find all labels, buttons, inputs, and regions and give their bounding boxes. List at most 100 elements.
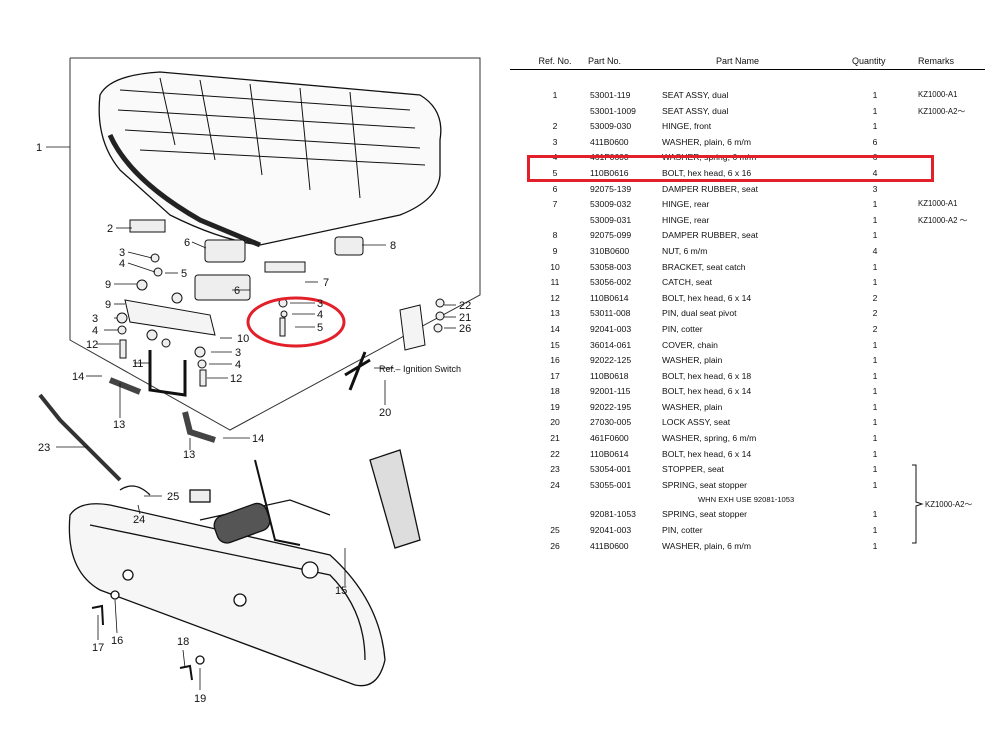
- header-ref-no: Ref. No.: [538, 56, 572, 66]
- remarks-cell: KZ1000-A2 ～: [918, 215, 968, 225]
- quantity-cell: 1: [872, 230, 878, 241]
- quantity-cell: 2: [872, 323, 878, 334]
- quantity-cell: 6: [872, 136, 878, 147]
- part-no-cell: 92075-139: [590, 183, 632, 194]
- callout-22: 22: [459, 300, 471, 312]
- part-no-cell: 27030-005: [590, 417, 632, 428]
- part-no-cell: 411B0600: [590, 540, 629, 551]
- callout-18: 18: [177, 636, 189, 648]
- ignition-switch-ref: Ref.– Ignition Switch: [379, 364, 461, 374]
- part-no-cell: 53054-001: [590, 464, 632, 475]
- quantity-cell: 4: [872, 167, 878, 178]
- part-name-cell: BOLT, hex head, 6 x 14: [662, 292, 752, 303]
- callout-3: 3: [119, 247, 125, 259]
- callout-13: 13: [113, 419, 125, 431]
- callout-9: 9: [105, 279, 111, 291]
- quantity-cell: 1: [872, 525, 878, 536]
- part-no-cell: 53011-008: [590, 308, 631, 319]
- part-no-cell: 53055-001: [590, 479, 632, 490]
- table-row: 20 27030-005 LOCK ASSY, seat 1: [510, 415, 985, 431]
- ref-no-cell: 11: [550, 277, 560, 288]
- ref-no-cell: 20: [550, 417, 560, 428]
- part-name-cell: STOPPER, seat: [662, 464, 724, 475]
- callout-7: 7: [323, 277, 329, 289]
- ref-no-cell: 7: [552, 199, 558, 210]
- remarks-cell: KZ1000-A1: [918, 90, 958, 99]
- seat-assembly-drawing: [98, 71, 442, 248]
- callout-4: 4: [119, 258, 125, 270]
- callout-4-c: 4: [92, 325, 98, 337]
- part-name-cell: WASHER, plain, 6 m/m: [662, 136, 751, 147]
- part-name-cell: HINGE, rear: [662, 199, 710, 210]
- part-name-cell: HINGE, front: [662, 121, 712, 132]
- part-name-cell: DAMPER RUBBER, seat: [662, 230, 758, 241]
- part-name-cell: BRACKET, seat catch: [662, 261, 746, 272]
- quantity-cell: 1: [872, 199, 878, 210]
- callout-26: 26: [459, 323, 471, 335]
- quantity-cell: 1: [872, 386, 878, 397]
- part-no-cell: 310B0600: [590, 245, 630, 256]
- part-no-cell: 92041-003: [590, 525, 632, 536]
- callout-3-c: 3: [92, 313, 98, 325]
- part-name-cell: WASHER, plain: [662, 355, 723, 366]
- part-no-cell: 53009-031: [590, 214, 632, 225]
- quantity-cell: 1: [872, 540, 878, 551]
- ref-no-cell: 24: [550, 479, 560, 490]
- part-name-cell: SEAT ASSY, dual: [662, 105, 729, 116]
- ref-no-cell: 1: [552, 90, 558, 100]
- quantity-cell: 1: [872, 105, 878, 116]
- callout-3-d: 3: [235, 347, 241, 359]
- part-name-cell: PIN, cotter: [662, 525, 703, 536]
- part-name-cell: BOLT, hex head, 6 x 18: [662, 370, 752, 381]
- ref-no-cell: 9: [552, 245, 558, 256]
- callout-25: 25: [167, 491, 179, 503]
- callout-9-b: 9: [105, 299, 111, 311]
- ref-no-cell: 18: [550, 386, 560, 397]
- part-no-cell: 110B0616: [590, 167, 629, 178]
- callout-20: 20: [379, 407, 391, 419]
- quantity-cell: 4: [872, 245, 878, 256]
- highlight-circle: [246, 296, 346, 348]
- quantity-cell: 1: [872, 417, 878, 428]
- part-no-cell: 53009-032: [590, 199, 632, 210]
- chain-cover-drawing: [68, 449, 421, 687]
- quantity-cell: 1: [872, 479, 878, 490]
- note-text: WHN EXH USE 92081-1053: [698, 495, 795, 505]
- part-name-cell: BOLT, hex head, 6 x 16: [662, 167, 752, 178]
- header-part-no: Part No.: [588, 56, 622, 66]
- table-note: WHN EXH USE 92081-1053: [510, 493, 985, 507]
- callout-23: 23: [38, 442, 50, 454]
- part-name-cell: LOCK ASSY, seat: [662, 417, 731, 428]
- callout-12: 12: [86, 339, 98, 351]
- callout-14-b: 14: [252, 433, 264, 445]
- part-no-cell: 92022-195: [590, 401, 632, 412]
- part-name-cell: SPRING, seat stopper: [662, 509, 748, 520]
- header-rule: [510, 69, 985, 70]
- part-name-cell: HINGE, rear: [662, 214, 710, 225]
- part-no-cell: 53056-002: [590, 277, 632, 288]
- part-name-cell: BOLT, hex head, 6 x 14: [662, 448, 752, 459]
- part-no-cell: 110B0614: [590, 292, 629, 303]
- part-no-cell: 53058-003: [590, 261, 632, 272]
- ref-no-cell: 26: [550, 540, 560, 551]
- part-no-cell: 92001-115: [590, 386, 631, 397]
- remarks-cell: KZ1000-A1: [918, 199, 958, 209]
- ref-no-cell: 8: [552, 230, 558, 241]
- callout-6: 6: [184, 237, 190, 249]
- ref-no-cell: 14: [550, 323, 560, 334]
